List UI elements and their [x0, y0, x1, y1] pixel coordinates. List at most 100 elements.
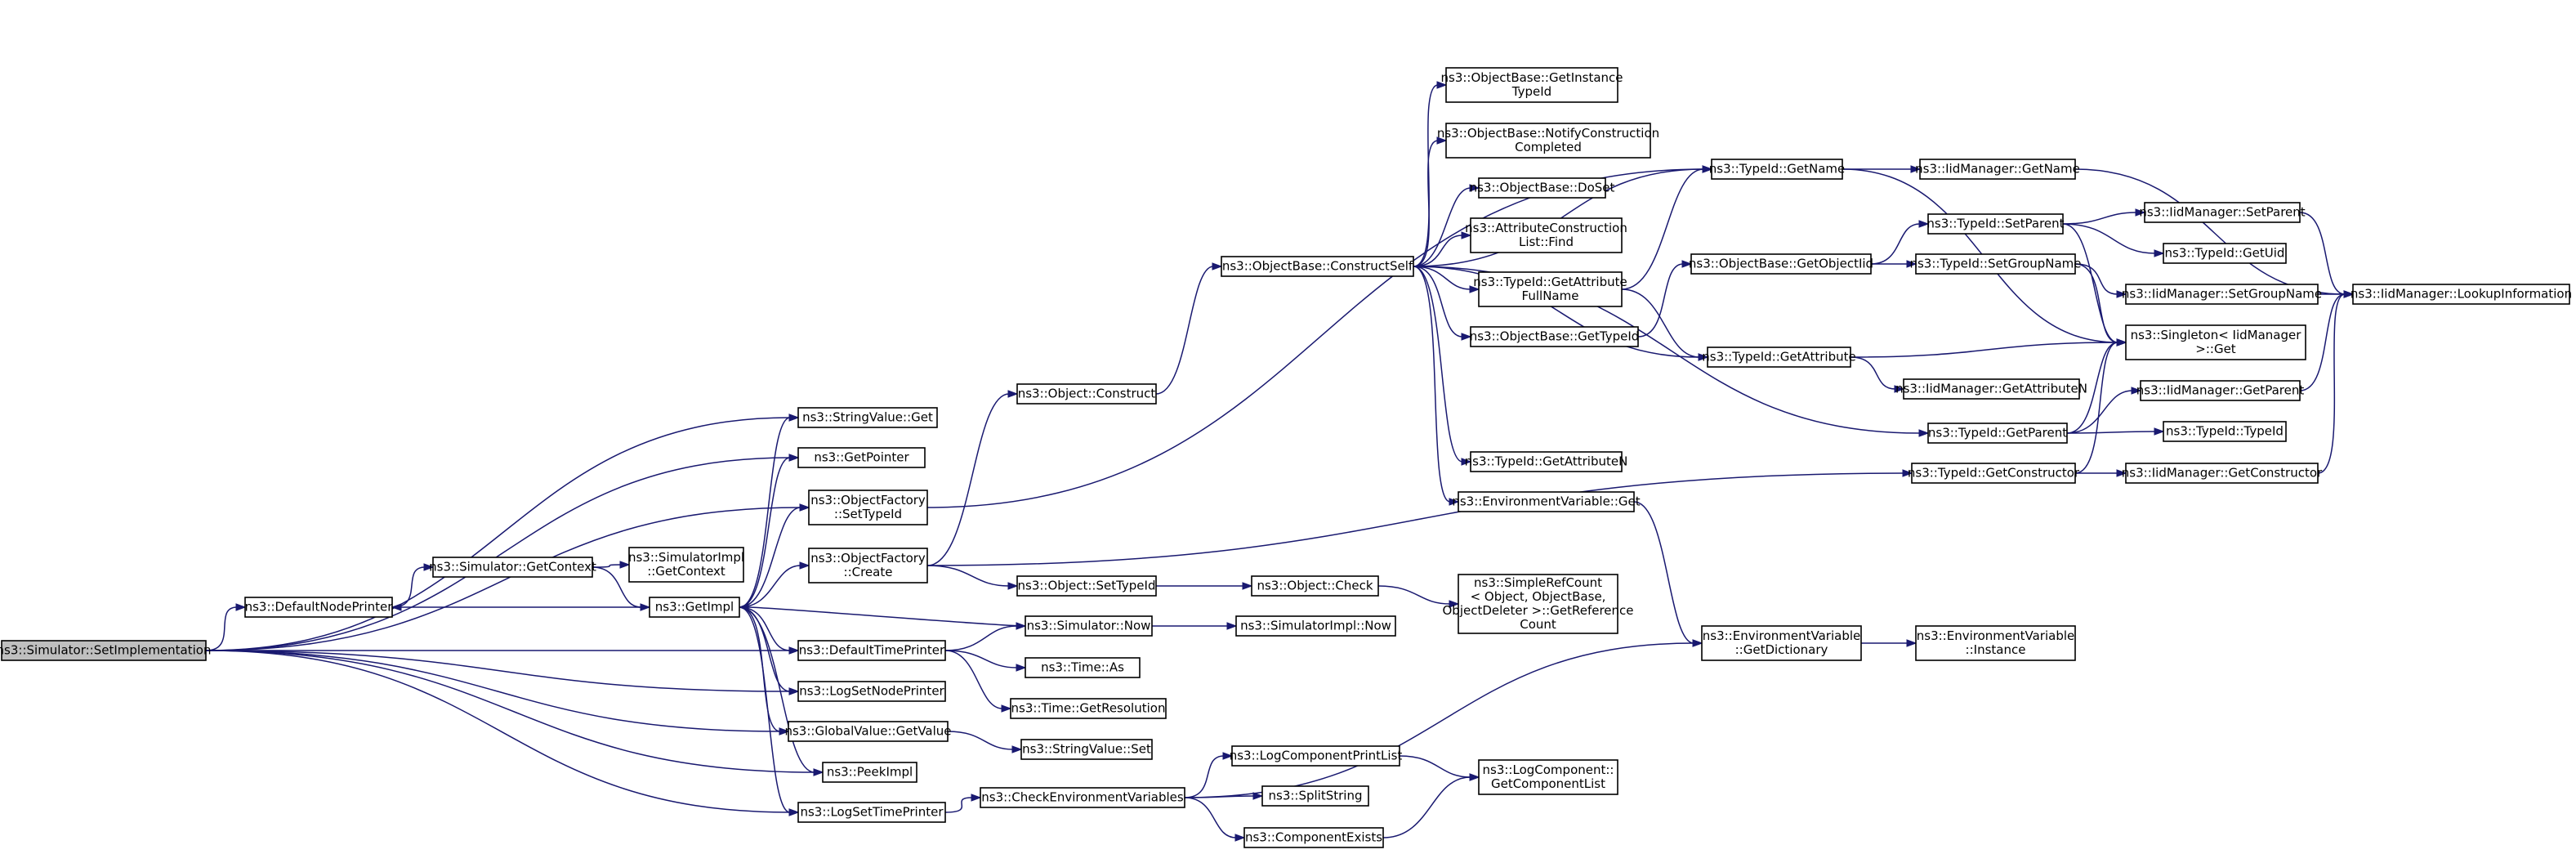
- node-label: ns3::Time::GetResolution: [1011, 701, 1166, 716]
- edge-typeid_get_parent-to-iidm_get_parent: [2066, 387, 2142, 434]
- node-default_node_printer[interactable]: ns3::DefaultNodePrinter: [244, 597, 394, 618]
- node-default_time_printer[interactable]: ns3::DefaultTimePrinter: [797, 640, 946, 661]
- node-ob_get_object_iid[interactable]: ns3::ObjectBase::GetObjectIid: [1689, 253, 1873, 275]
- node-iidm_get_parent[interactable]: ns3::IidManager::GetParent: [2136, 380, 2305, 401]
- node-get_pointer[interactable]: ns3::GetPointer: [797, 447, 926, 468]
- node-label: FullName: [1522, 288, 1579, 303]
- edge-default_node_printer-to-sim_get_context: [391, 563, 435, 608]
- node-typeid_get_constructor[interactable]: ns3::TypeId::GetConstructor: [1908, 463, 2080, 484]
- node-iidm_get_name[interactable]: ns3::IidManager::GetName: [1915, 159, 2080, 180]
- node-check_env_vars[interactable]: ns3::CheckEnvironmentVariables: [980, 787, 1185, 808]
- node-log_set_time_printer[interactable]: ns3::LogSetTimePrinter: [797, 802, 946, 823]
- node-iidm_set_group_name[interactable]: ns3::IidManager::SetGroupName: [2122, 284, 2322, 305]
- node-typeid_typeid[interactable]: ns3::TypeId::TypeId: [2163, 421, 2287, 442]
- node-ob_get_type_id[interactable]: ns3::ObjectBase::GetTypeId: [1470, 326, 1640, 347]
- arrowhead: [799, 503, 810, 512]
- node-typeid_get_uid[interactable]: ns3::TypeId::GetUid: [2163, 243, 2287, 264]
- node-iidm_lookup_information[interactable]: ns3::IidManager::LookupInformation: [2351, 284, 2572, 305]
- node-label: ns3::ObjectFactory: [810, 493, 926, 507]
- node-time_as[interactable]: ns3::Time::As: [1025, 657, 1141, 678]
- arrowhead: [1469, 773, 1480, 781]
- node-label: ns3::TypeId::GetAttributeN: [1465, 454, 1628, 469]
- node-of_create[interactable]: ns3::ObjectFactory::Create: [808, 548, 928, 583]
- edge-ob_construct_self-to-typeid_get_attribute_n: [1413, 266, 1472, 466]
- arrowhead: [1449, 600, 1460, 608]
- node-set_impl[interactable]: ns3::Simulator::SetImplementation: [0, 640, 211, 661]
- arrowhead: [1906, 260, 1917, 268]
- edge-ob_construct_self-to-attr_construction_list_find: [1413, 231, 1472, 267]
- node-label: ns3::ObjectBase::DoSet: [1470, 181, 1615, 195]
- node-label: ns3::Object::Check: [1257, 579, 1373, 593]
- node-string_value_get[interactable]: ns3::StringValue::Get: [797, 407, 938, 428]
- node-box: [1221, 256, 1414, 277]
- arrowhead: [788, 646, 800, 655]
- node-simulator_now[interactable]: ns3::Simulator::Now: [1025, 615, 1153, 637]
- node-ob_notify_construction[interactable]: ns3::ObjectBase::NotifyConstructionCompl…: [1437, 123, 1659, 159]
- edge-of_create-to-typeid_get_constructor: [926, 469, 1913, 566]
- edge-get_impl-to-default_node_printer: [391, 603, 650, 611]
- node-env_var_instance[interactable]: ns3::EnvironmentVariable::Instance: [1915, 625, 2076, 661]
- node-split_string[interactable]: ns3::SplitString: [1261, 785, 1369, 807]
- node-box: [1, 640, 207, 661]
- edge-ob_construct_self-to-ob_notify_construction: [1413, 136, 1448, 267]
- edge-line: [2066, 342, 2118, 434]
- node-env_var_get[interactable]: ns3::EnvironmentVariable::Get: [1452, 491, 1641, 512]
- node-box: [788, 721, 949, 742]
- node-typeid_set_group_name[interactable]: ns3::TypeId::SetGroupName: [1909, 253, 2082, 275]
- node-global_value_get_value[interactable]: ns3::GlobalValue::GetValue: [784, 721, 952, 742]
- node-typeid_set_parent[interactable]: ns3::TypeId::SetParent: [1926, 213, 2065, 235]
- node-simple_ref_count[interactable]: ns3::SimpleRefCount< Object, ObjectBase,…: [1442, 574, 1634, 634]
- edge-line: [1184, 755, 1225, 798]
- node-log_set_node_printer[interactable]: ns3::LogSetNodePrinter: [797, 681, 946, 702]
- node-box: [1927, 423, 2068, 444]
- node-time_get_resolution[interactable]: ns3::Time::GetResolution: [1010, 698, 1167, 719]
- arrowhead: [2116, 290, 2127, 298]
- node-log_component_get_list[interactable]: ns3::LogComponent::GetComponentList: [1478, 759, 1618, 795]
- node-component_exists[interactable]: ns3::ComponentExists: [1243, 827, 1384, 848]
- node-object_set_type_id[interactable]: ns3::Object::SetTypeId: [1016, 575, 1157, 597]
- node-object_check[interactable]: ns3::Object::Check: [1251, 575, 1379, 597]
- node-iidm_get_constructor[interactable]: ns3::IidManager::GetConstructor: [2122, 463, 2323, 484]
- node-sim_get_context[interactable]: ns3::Simulator::GetContext: [429, 557, 596, 578]
- node-of_set_type_id[interactable]: ns3::ObjectFactory::SetTypeId: [808, 490, 928, 525]
- node-box: [1903, 378, 2080, 400]
- node-label: ns3::ObjectBase::GetObjectIid: [1689, 257, 1873, 271]
- arrowhead: [1910, 165, 1922, 173]
- node-object_construct[interactable]: ns3::Object::Construct: [1016, 383, 1157, 405]
- node-box: [1478, 759, 1618, 795]
- node-peek_impl[interactable]: ns3::PeekImpl: [822, 762, 917, 783]
- arrowhead: [788, 454, 800, 462]
- node-label: ns3::Time::As: [1041, 660, 1124, 675]
- node-iidm_get_attribute_n[interactable]: ns3::IidManager::GetAttributeN: [1895, 378, 2087, 400]
- node-get_impl[interactable]: ns3::GetImpl: [649, 597, 740, 618]
- node-label: ns3::Object::SetTypeId: [1018, 579, 1156, 593]
- node-env_var_get_dictionary[interactable]: ns3::EnvironmentVariable::GetDictionary: [1701, 625, 1862, 661]
- edge-line: [205, 457, 791, 651]
- node-iidm_set_parent[interactable]: ns3::IidManager::SetParent: [2139, 202, 2306, 223]
- node-box: [2125, 284, 2319, 305]
- node-label: Completed: [1515, 140, 1582, 154]
- node-typeid_get_attribute[interactable]: ns3::TypeId::GetAttribute: [1702, 347, 1856, 368]
- node-label: ns3::Simulator::GetContext: [429, 560, 596, 575]
- node-typeid_get_parent[interactable]: ns3::TypeId::GetParent: [1927, 423, 2068, 444]
- node-log_component_print_list[interactable]: ns3::LogComponentPrintList: [1230, 745, 1403, 767]
- node-typeid_get_attribute_n[interactable]: ns3::TypeId::GetAttributeN: [1465, 451, 1628, 472]
- node-singleton_get[interactable]: ns3::Singleton< IidManager>::Get: [2125, 324, 2306, 360]
- node-simimpl_get_context[interactable]: ns3::SimulatorImpl::GetContext: [628, 547, 744, 583]
- arrowhead: [1918, 220, 1930, 228]
- node-string_value_set[interactable]: ns3::StringValue::Set: [1020, 739, 1153, 760]
- node-ob_do_set[interactable]: ns3::ObjectBase::DoSet: [1470, 177, 1615, 199]
- edge-typeid_get_constructor-to-iidm_get_constructor: [2075, 469, 2127, 477]
- node-typeid_get_name[interactable]: ns3::TypeId::GetName: [1709, 159, 1845, 180]
- node-box: [1707, 347, 1851, 368]
- node-simimpl_now[interactable]: ns3::SimulatorImpl::Now: [1235, 615, 1396, 637]
- node-box: [628, 547, 744, 583]
- node-ob_construct_self[interactable]: ns3::ObjectBase::ConstructSelf: [1221, 256, 1414, 277]
- edge-line: [739, 606, 815, 773]
- edge-line: [739, 565, 801, 608]
- node-box: [1478, 271, 1623, 307]
- edge-line: [1413, 235, 1463, 267]
